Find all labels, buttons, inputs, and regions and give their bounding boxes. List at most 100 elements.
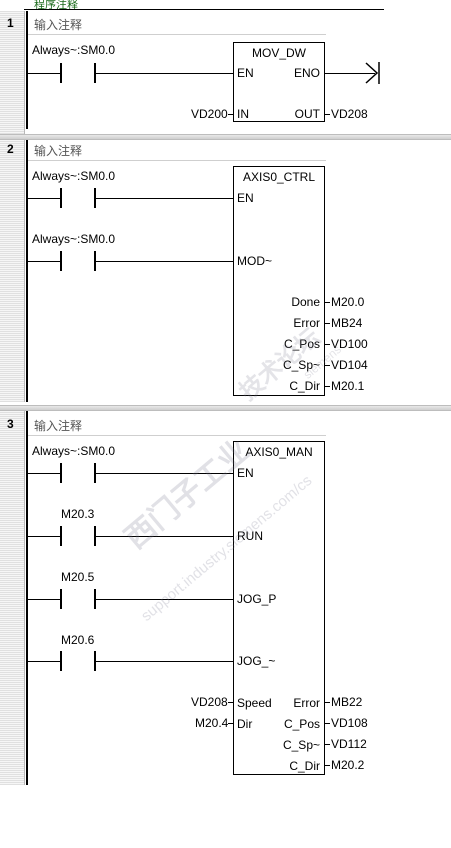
rung-2-gutter — [0, 140, 25, 402]
mov-dw-pin-out: OUT — [294, 107, 320, 121]
axis0-ctrl-pin-cpos: C_Pos — [283, 337, 320, 351]
rung-3-wire-3 — [28, 599, 60, 600]
axis0-ctrl-pin-done: Done — [291, 295, 320, 309]
rung-3-contact-2-label: M20.3 — [61, 507, 95, 521]
axis0-ctrl-out-csp[interactable]: VD104 — [331, 358, 368, 372]
rung-3-number[interactable]: 3 — [7, 417, 14, 431]
axis0-man-pin-dir: Dir — [237, 717, 253, 731]
axis0-man-out-cdir[interactable]: M20.2 — [331, 758, 365, 772]
axis0-ctrl-stub-cdir — [325, 386, 330, 387]
eno-arrow-icon — [365, 62, 380, 84]
axis0-man-out-csp[interactable]: VD112 — [331, 737, 367, 751]
header-line — [24, 9, 384, 10]
rung-2-wire-1-to-block — [96, 198, 233, 199]
mov-dw-out-stub — [325, 114, 330, 115]
axis0-ctrl-pin-csp: C_Sp~ — [282, 358, 320, 372]
axis0-ctrl-stub-cpos — [325, 344, 330, 345]
rung-3-contact-4[interactable] — [60, 651, 96, 671]
mov-dw-title: MOV_DW — [252, 46, 306, 60]
mov-dw-pin-eno: ENO — [293, 66, 320, 80]
header-bar — [0, 0, 451, 10]
rung-3-contact-3[interactable] — [60, 589, 96, 609]
rung-3-wire-4 — [28, 661, 60, 662]
rung-3-wire-3-to-block — [96, 599, 233, 600]
axis0-ctrl-stub-error — [325, 323, 330, 324]
rung-3-contact-1[interactable] — [60, 463, 96, 483]
axis0-man-pin-jog-n: JOG_~ — [237, 654, 276, 668]
rung-3-comment[interactable]: 输入注释 — [34, 419, 83, 433]
axis0-man-stub-dir — [228, 723, 233, 724]
axis0-man-pin-error: Error — [293, 696, 320, 710]
rung-3-contact-3-label: M20.5 — [61, 570, 95, 584]
axis0-man-stub-cdir — [325, 765, 330, 766]
rung-1-number[interactable]: 1 — [7, 16, 14, 30]
mov-dw-in-operand[interactable]: VD200 — [191, 107, 228, 121]
rung-2-number[interactable]: 2 — [7, 142, 14, 156]
axis0-ctrl-out-cdir[interactable]: M20.1 — [331, 379, 365, 393]
axis0-man-stub-cpos — [325, 723, 330, 724]
mov-dw-in-stub — [228, 114, 233, 115]
rung-separator-1 — [0, 134, 451, 140]
rung-2-comment-underline — [26, 160, 326, 161]
axis0-man-in-speed[interactable]: VD208 — [191, 695, 228, 709]
rung-1-comment[interactable]: 输入注释 — [34, 18, 83, 32]
rung-3-wire-1-to-block — [96, 473, 233, 474]
rung-2-comment[interactable]: 输入注释 — [34, 144, 83, 158]
rung-2-contact-2-label: Always~:SM0.0 — [32, 232, 116, 246]
program-comment-label: 程序注释 — [34, 0, 78, 11]
axis0-ctrl-out-cpos[interactable]: VD100 — [331, 337, 368, 351]
axis0-man-block[interactable]: AXIS0_MAN EN RUN JOG_P JOG_~ Speed Dir E… — [233, 441, 325, 775]
rung-2-power-rail — [26, 140, 28, 402]
rung-3-power-rail — [26, 411, 28, 785]
rung-2-wire-2-to-block — [96, 261, 233, 262]
rung-2-contact-1-label: Always~:SM0.0 — [32, 169, 116, 183]
axis0-ctrl-pin-cdir: C_Dir — [289, 379, 320, 393]
rung-3-contact-2[interactable] — [60, 526, 96, 546]
axis0-ctrl-stub-csp — [325, 365, 330, 366]
axis0-man-pin-cdir: C_Dir — [289, 759, 320, 773]
axis0-man-stub-speed — [228, 702, 233, 703]
rung-3-comment-underline — [26, 435, 326, 436]
axis0-ctrl-pin-en: EN — [237, 191, 254, 205]
mov-dw-pin-en: EN — [237, 66, 254, 80]
axis0-man-title: AXIS0_MAN — [245, 445, 313, 459]
eno-wire — [325, 73, 375, 74]
rung-3-wire-4-to-block — [96, 661, 233, 662]
axis0-ctrl-title: AXIS0_CTRL — [242, 170, 316, 184]
rung-3-wire-1 — [28, 473, 60, 474]
axis0-ctrl-block[interactable]: AXIS0_CTRL EN MOD~ Done Error C_Pos C_Sp… — [233, 166, 325, 396]
axis0-man-out-error[interactable]: MB22 — [331, 695, 363, 709]
rung-1-contact[interactable] — [60, 63, 96, 83]
axis0-man-stub-error — [325, 702, 330, 703]
axis0-man-pin-jog-p: JOG_P — [237, 592, 277, 606]
rung-2-contact-1[interactable] — [60, 188, 96, 208]
axis0-man-pin-en: EN — [237, 466, 254, 480]
rung-1-wire-to-block — [96, 73, 233, 74]
axis0-man-pin-cpos: C_Pos — [283, 717, 320, 731]
rung-3-contact-1-label: Always~:SM0.0 — [32, 444, 116, 458]
rung-3-wire-2-to-block — [96, 536, 233, 537]
rung-separator-2 — [0, 405, 451, 411]
axis0-man-pin-csp: C_Sp~ — [282, 738, 320, 752]
rung-2-contact-2[interactable] — [60, 251, 96, 271]
axis0-ctrl-out-done[interactable]: M20.0 — [331, 295, 365, 309]
mov-dw-pin-in: IN — [237, 107, 249, 121]
rung-3-gutter — [0, 411, 25, 785]
axis0-man-in-dir[interactable]: M20.4 — [195, 716, 229, 730]
rung-1-comment-underline — [26, 34, 326, 35]
axis0-man-stub-csp — [325, 744, 330, 745]
rung-1-wire — [28, 73, 60, 74]
axis0-ctrl-pin-mod: MOD~ — [237, 254, 273, 268]
axis0-man-pin-run: RUN — [237, 529, 263, 543]
rung-3-wire-2 — [28, 536, 60, 537]
axis0-ctrl-pin-error: Error — [293, 316, 320, 330]
rung-1-gutter — [0, 11, 25, 134]
rung-3-contact-4-label: M20.6 — [61, 633, 95, 647]
mov-dw-out-operand[interactable]: VD208 — [331, 107, 368, 121]
axis0-ctrl-out-error[interactable]: MB24 — [331, 316, 363, 330]
axis0-ctrl-stub-done — [325, 302, 330, 303]
axis0-man-out-cpos[interactable]: VD108 — [331, 716, 368, 730]
mov-dw-block[interactable]: MOV_DW EN IN ENO OUT — [233, 42, 325, 122]
rung-1-power-rail — [26, 11, 28, 129]
axis0-man-pin-speed: Speed — [237, 696, 272, 710]
